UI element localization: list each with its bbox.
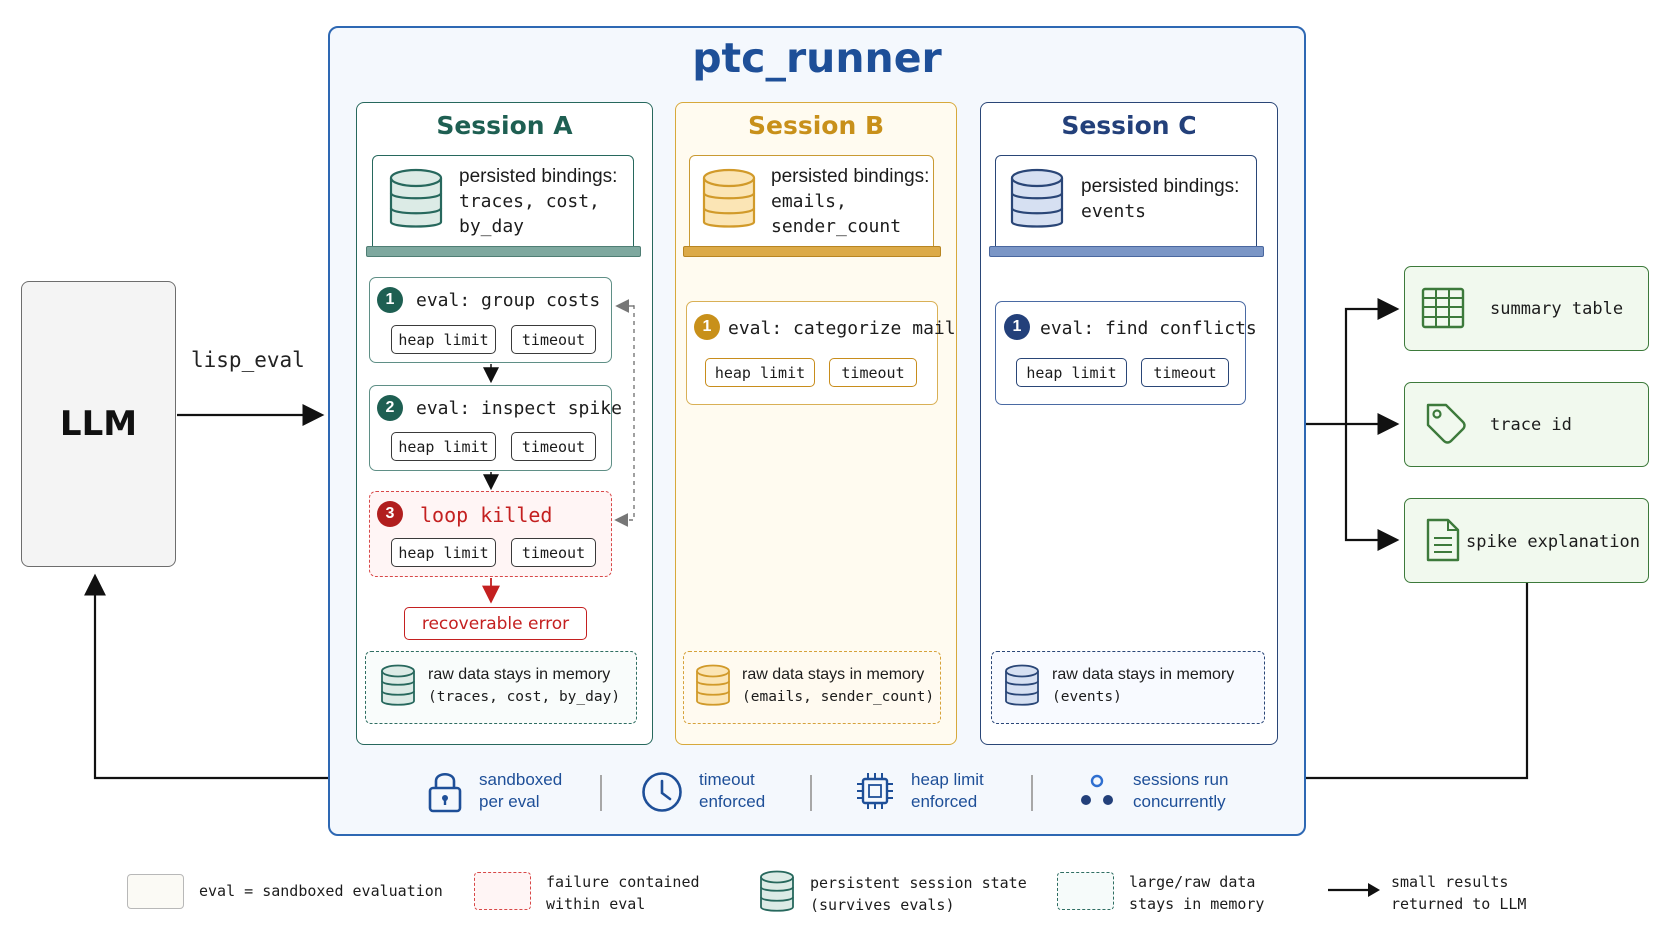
session-c-bindings-text: persisted bindings: events xyxy=(1081,176,1240,222)
results-return-arrow xyxy=(84,573,328,780)
eval-box-c1 xyxy=(995,301,1246,405)
timeout-chip: timeout xyxy=(511,538,596,567)
step-badge: 3 xyxy=(377,501,403,527)
database-icon xyxy=(1005,664,1039,706)
timeout-chip: timeout xyxy=(1141,358,1229,387)
lock-icon xyxy=(428,772,462,813)
outputs-return-line xyxy=(1306,583,1529,780)
session-c-title: Session C xyxy=(1061,111,1197,140)
output-spike-explanation xyxy=(1404,498,1649,583)
output-arrow-summary xyxy=(1344,298,1400,424)
legend-eval-text: eval = sandboxed evaluation xyxy=(199,882,443,900)
session-b-title: Session B xyxy=(747,111,885,140)
step-badge: 2 xyxy=(377,395,403,421)
raw-data-text-a: raw data stays in memory (traces, cost, … xyxy=(428,666,621,705)
timeout-chip: timeout xyxy=(829,358,917,387)
database-icon xyxy=(702,168,756,228)
eval-label: eval: inspect spike xyxy=(416,398,622,419)
heap-limit-chip: heap limit xyxy=(391,325,496,354)
output-trace-id xyxy=(1404,382,1649,467)
eval-box-b1 xyxy=(686,301,938,405)
legend-failure-swatch xyxy=(474,872,531,910)
chip-icon xyxy=(857,773,893,809)
legend-results-text: small results returned to LLM xyxy=(1391,873,1527,913)
legend-arrow-icon xyxy=(1328,883,1380,897)
document-icon xyxy=(1426,518,1460,562)
session-b-shelf xyxy=(683,246,941,257)
heap-limit-chip: heap limit xyxy=(391,432,496,461)
session-c-shelf xyxy=(989,246,1264,257)
database-icon xyxy=(696,664,730,706)
raw-data-text-c: raw data stays in memory (events) xyxy=(1052,666,1235,705)
feature-concurrent: sessions run concurrently xyxy=(1133,770,1229,811)
database-icon xyxy=(389,168,443,228)
legend-raw-swatch xyxy=(1057,872,1114,910)
legend-eval-swatch xyxy=(127,874,184,909)
feature-divider xyxy=(1031,775,1033,811)
recoverable-error-box: recoverable error xyxy=(404,607,587,640)
session-a-bindings-text: persisted bindings: traces, cost, by_day xyxy=(459,166,618,237)
loop-killed-label: loop killed xyxy=(420,503,553,527)
step-badge: 1 xyxy=(1004,314,1030,340)
timeout-chip: timeout xyxy=(511,432,596,461)
step-badge: 1 xyxy=(694,314,720,340)
eval-label: eval: group costs xyxy=(416,290,601,311)
feature-divider xyxy=(600,775,602,811)
runner-title: ptc_runner xyxy=(692,34,942,82)
raw-data-text-b: raw data stays in memory (emails, sender… xyxy=(742,666,935,705)
dots-icon xyxy=(1081,774,1113,805)
output-summary-table xyxy=(1404,266,1649,351)
summary-table-label: summary table xyxy=(1490,299,1624,319)
legend-failure-text: failure contained within eval xyxy=(546,873,700,913)
session-a-title: Session A xyxy=(436,111,573,140)
heap-limit-chip: heap limit xyxy=(391,538,496,567)
tag-icon xyxy=(1426,403,1466,444)
database-icon xyxy=(760,870,794,912)
legend-raw-text: large/raw data stays in memory xyxy=(1129,873,1265,913)
database-icon xyxy=(381,664,415,706)
feature-timeout: timeout enforced xyxy=(699,770,766,811)
table-icon xyxy=(1421,287,1465,329)
feature-sandboxed: sandboxed per eval xyxy=(479,770,563,811)
eval-label: eval: find conflicts xyxy=(1040,318,1257,339)
step-badge: 1 xyxy=(377,287,403,313)
session-b-bindings-text: persisted bindings: emails, sender_count xyxy=(771,166,930,237)
session-a-shelf xyxy=(366,246,641,257)
spike-explanation-label: spike explanation xyxy=(1466,532,1640,552)
eval-label: eval: categorize mail xyxy=(728,318,956,339)
feature-divider xyxy=(810,775,812,811)
feature-heap-limit: heap limit enforced xyxy=(911,770,984,811)
heap-limit-chip: heap limit xyxy=(705,358,815,387)
timeout-chip: timeout xyxy=(511,325,596,354)
clock-icon xyxy=(642,772,682,812)
llm-label: LLM xyxy=(59,404,138,444)
lisp-eval-label: lisp_eval xyxy=(191,348,305,372)
database-icon xyxy=(1010,168,1064,228)
heap-limit-chip: heap limit xyxy=(1016,358,1127,387)
legend-persistent-text: persistent session state (survives evals… xyxy=(810,874,1027,914)
output-arrow-spike xyxy=(1344,424,1400,551)
llm-box: LLM xyxy=(21,281,176,567)
trace-id-label: trace id xyxy=(1490,415,1572,435)
